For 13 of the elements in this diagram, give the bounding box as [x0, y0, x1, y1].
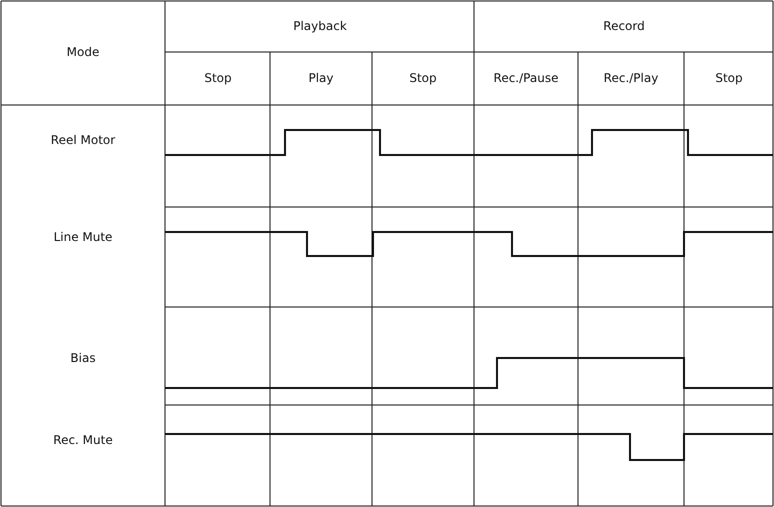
column-header: Record [603, 19, 645, 33]
row-label: Bias [70, 351, 96, 365]
column-header: Rec./Pause [494, 71, 558, 85]
row-label: Rec. Mute [53, 433, 113, 447]
row-label: Reel Motor [50, 133, 116, 147]
column-header: Playback [293, 19, 347, 33]
row-header: Mode [66, 45, 100, 59]
column-header: Play [308, 71, 334, 85]
column-header: Rec./Play [604, 71, 658, 85]
column-header: Stop [409, 71, 437, 85]
column-header: Stop [715, 71, 743, 85]
column-header: Stop [204, 71, 232, 85]
row-label: Line Mute [54, 230, 112, 244]
